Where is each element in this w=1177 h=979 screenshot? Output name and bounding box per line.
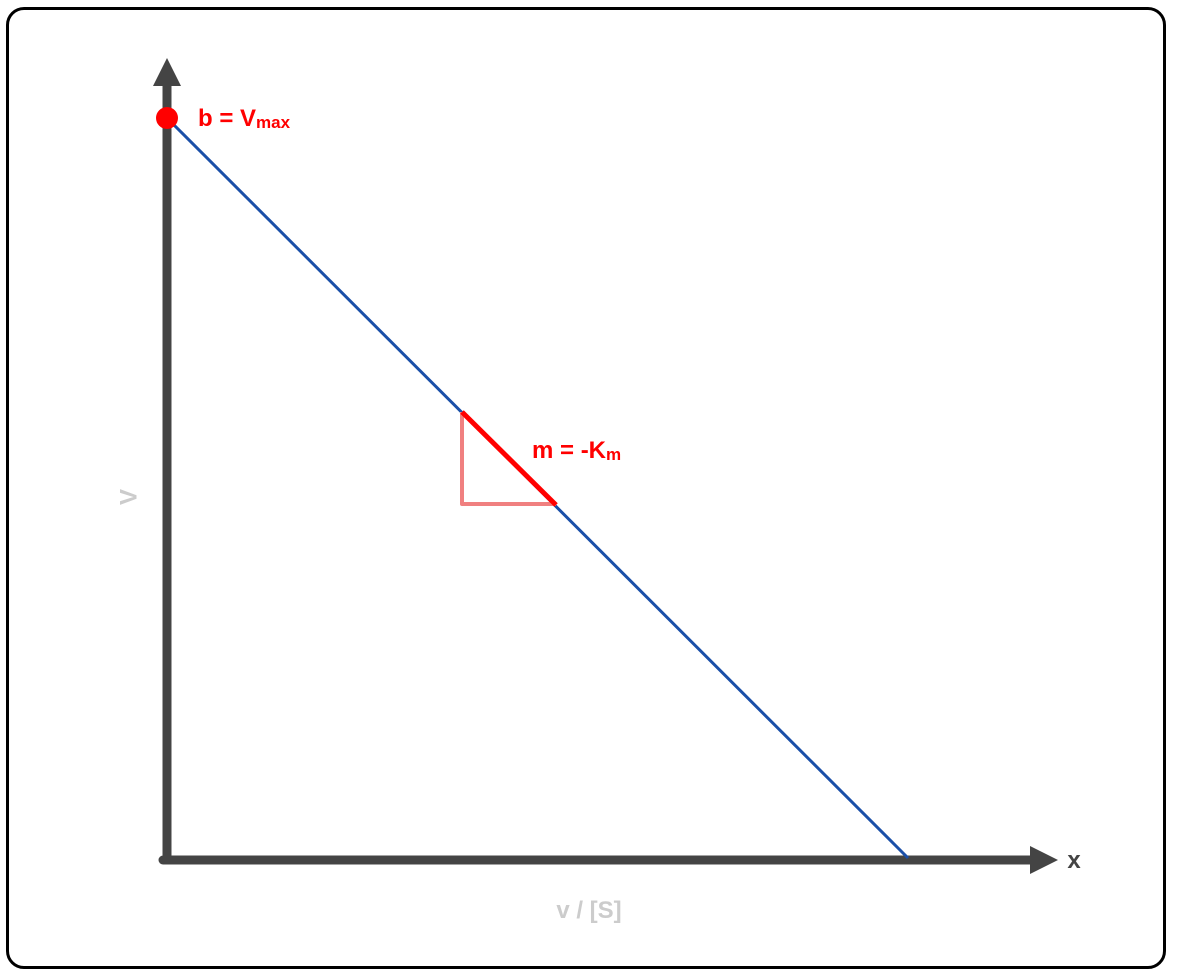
diagram-frame (6, 7, 1166, 969)
slope-triangle (460, 412, 556, 506)
intercept-label-main: b = V (198, 105, 256, 132)
slope-segment (460, 410, 558, 507)
x-axis-title: v / [S] (556, 897, 621, 924)
slope-label-main: m = -K (532, 437, 607, 464)
y-axis-arrowhead (153, 58, 181, 86)
slope-label-sub: m (606, 445, 621, 464)
x-axis-end-label: x (1067, 847, 1081, 874)
intercept-label: b = Vmax (198, 105, 291, 132)
slope-label: m = -Km (532, 437, 621, 464)
intercept-label-sub: max (256, 113, 291, 132)
x-axis-arrowhead (1030, 846, 1058, 874)
y-axis-title: V (115, 489, 142, 505)
y-intercept-point (156, 107, 178, 129)
